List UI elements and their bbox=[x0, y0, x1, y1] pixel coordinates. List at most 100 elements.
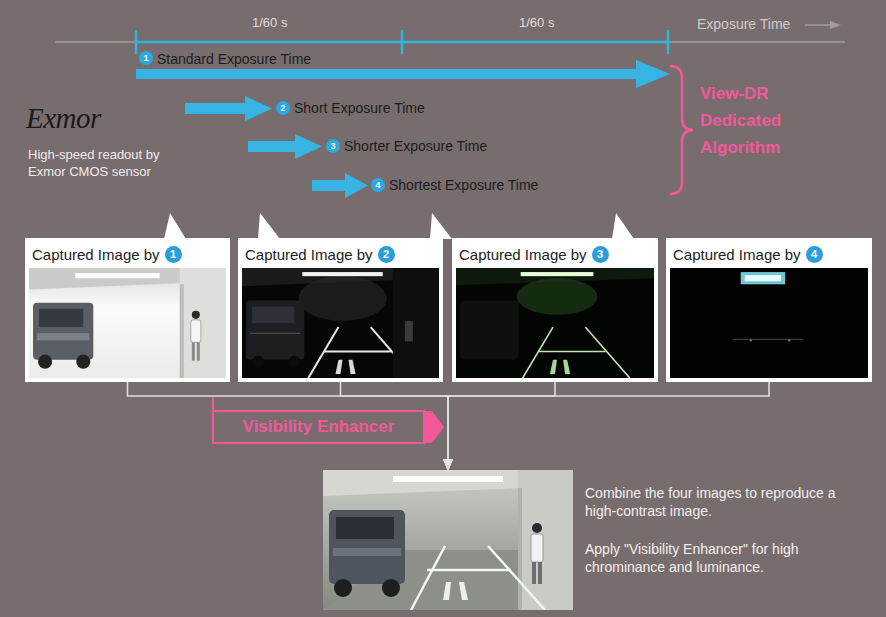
callout-number: 3 bbox=[592, 246, 609, 263]
overexposed-photo-part bbox=[192, 342, 195, 360]
shorter-exposure-photo-part bbox=[550, 360, 570, 374]
overexposed-photo-part bbox=[180, 284, 184, 378]
combined-photo-part bbox=[336, 517, 394, 539]
overexposed-photo-part bbox=[39, 309, 83, 327]
time-axis-part bbox=[135, 30, 138, 54]
combined-photo-part bbox=[411, 546, 545, 610]
short-exposure-photo-part bbox=[405, 321, 413, 341]
callout-number: 2 bbox=[378, 246, 395, 263]
shortest-exposure-photo bbox=[670, 268, 868, 378]
overexposed-photo-part bbox=[75, 273, 159, 278]
combined-photo-part bbox=[518, 488, 522, 610]
shortest-exposure-photo-part bbox=[750, 339, 752, 341]
enhancer-text-box: Visibility Enhancer bbox=[212, 410, 425, 444]
short-exposure-photo-part bbox=[246, 301, 304, 360]
short-exposure-photo-part bbox=[393, 268, 439, 378]
enhancer-tick bbox=[213, 397, 214, 411]
shorter-exposure-photo-part bbox=[460, 301, 519, 360]
image-panel: Captured Image by1 bbox=[25, 238, 230, 382]
combined-photo-part bbox=[427, 569, 511, 572]
exposure-arrow-part bbox=[245, 96, 272, 121]
callout-tail bbox=[164, 213, 634, 239]
shorter-exposure-photo-part bbox=[539, 351, 606, 353]
overexposed-photo bbox=[29, 268, 226, 378]
callout-number: 2 bbox=[276, 101, 290, 115]
callout-tail-part bbox=[258, 213, 280, 239]
short-exposure-photo-part bbox=[252, 307, 294, 323]
time-axis-part bbox=[667, 30, 670, 54]
combined-photo-part bbox=[459, 582, 468, 600]
image-panel: Captured Image by4 bbox=[666, 238, 872, 382]
exposure-label: Standard Exposure Time bbox=[157, 50, 311, 68]
callout-tail-part bbox=[612, 213, 634, 239]
shorter-exposure-photo-part bbox=[523, 327, 553, 378]
exposure-arrow bbox=[136, 60, 670, 198]
callout-number: 4 bbox=[806, 246, 823, 263]
brand-logo: Exmor bbox=[26, 102, 101, 135]
exposure-arrow-part bbox=[185, 103, 249, 114]
time-span-label: 1/60 s bbox=[519, 15, 554, 30]
short-exposure-photo-part bbox=[349, 360, 356, 374]
process-label: Visibility Enhancer bbox=[243, 417, 395, 437]
caption-text: Combine the four images to reproduce a h… bbox=[585, 484, 850, 520]
short-exposure-photo-part bbox=[335, 360, 342, 374]
short-exposure-photo-part bbox=[335, 360, 355, 374]
shortest-exposure-photo-part bbox=[733, 339, 804, 340]
combined-photo-part bbox=[323, 470, 573, 610]
combined-photo-part bbox=[443, 582, 451, 600]
shortest-exposure-photo-part bbox=[788, 339, 790, 341]
callout-number: 1 bbox=[139, 51, 153, 65]
overexposed-photo-part bbox=[37, 333, 89, 340]
shorter-exposure-photo-part bbox=[521, 272, 594, 276]
image-panel: Captured Image by3 bbox=[452, 238, 658, 382]
panel-heading-row: Captured Image by3 bbox=[459, 243, 652, 265]
overexposed-photo-part bbox=[197, 342, 200, 360]
overexposed-photo-part bbox=[76, 355, 90, 369]
axis-label: Exposure Time bbox=[697, 16, 790, 32]
time-axis-part bbox=[830, 21, 841, 29]
shorter-exposure-photo bbox=[456, 268, 654, 378]
exposure-arrow-part bbox=[345, 173, 368, 198]
time-span-label: 1/60 s bbox=[252, 15, 287, 30]
short-exposure-photo-part bbox=[308, 327, 338, 378]
combined-photo bbox=[323, 470, 573, 610]
shorter-exposure-photo-part bbox=[585, 327, 629, 378]
callout-number: 3 bbox=[326, 139, 340, 153]
merge-connector bbox=[448, 382, 769, 470]
overexposed-photo-part bbox=[192, 311, 200, 319]
short-exposure-photo-part bbox=[252, 356, 264, 368]
sensor-note: High-speed readout by Exmor CMOS sensor bbox=[28, 146, 178, 180]
combined-photo-part bbox=[538, 562, 542, 584]
exposure-arrow-part bbox=[295, 134, 322, 159]
combined-photo-part bbox=[532, 523, 542, 533]
shortest-exposure-photo-part bbox=[745, 275, 781, 281]
enhancer-outline bbox=[213, 411, 424, 443]
shorter-exposure-photo-part bbox=[563, 360, 570, 374]
combined-photo-part bbox=[334, 579, 352, 597]
algorithm-bracket-part bbox=[670, 66, 693, 194]
enhancer-arrow bbox=[425, 411, 444, 443]
enhancer-tick-part bbox=[212, 397, 214, 411]
callout-tail-part bbox=[164, 213, 186, 239]
short-exposure-photo-part bbox=[250, 333, 300, 334]
enhancer-box: Visibility Enhancer bbox=[212, 410, 444, 444]
short-exposure-photo-part bbox=[298, 276, 386, 321]
overexposed-photo-part bbox=[38, 355, 52, 369]
image-panel: Captured Image by2 bbox=[238, 238, 443, 382]
time-axis-part bbox=[401, 30, 404, 54]
shortest-exposure-photo-part bbox=[741, 272, 785, 284]
exposure-arrow-part bbox=[136, 69, 642, 79]
combined-photo-part bbox=[329, 510, 405, 584]
exposure-label: Shorter Exposure Time bbox=[344, 137, 487, 155]
connector-group bbox=[128, 382, 770, 470]
caption-text: Apply "Visibility Enhancer" for high chr… bbox=[585, 540, 850, 576]
exposure-label: Short Exposure Time bbox=[294, 99, 425, 117]
combined-photo-part bbox=[532, 562, 536, 584]
combined-photo-part bbox=[393, 476, 503, 482]
short-exposure-photo-part bbox=[288, 356, 300, 368]
shorter-exposure-photo-part bbox=[517, 278, 598, 315]
caption-column: Combine the four images to reproduce a h… bbox=[585, 484, 850, 576]
result-panel: Combine the four images to reproduce a h… bbox=[323, 470, 853, 612]
overexposed-photo-part bbox=[29, 268, 226, 378]
